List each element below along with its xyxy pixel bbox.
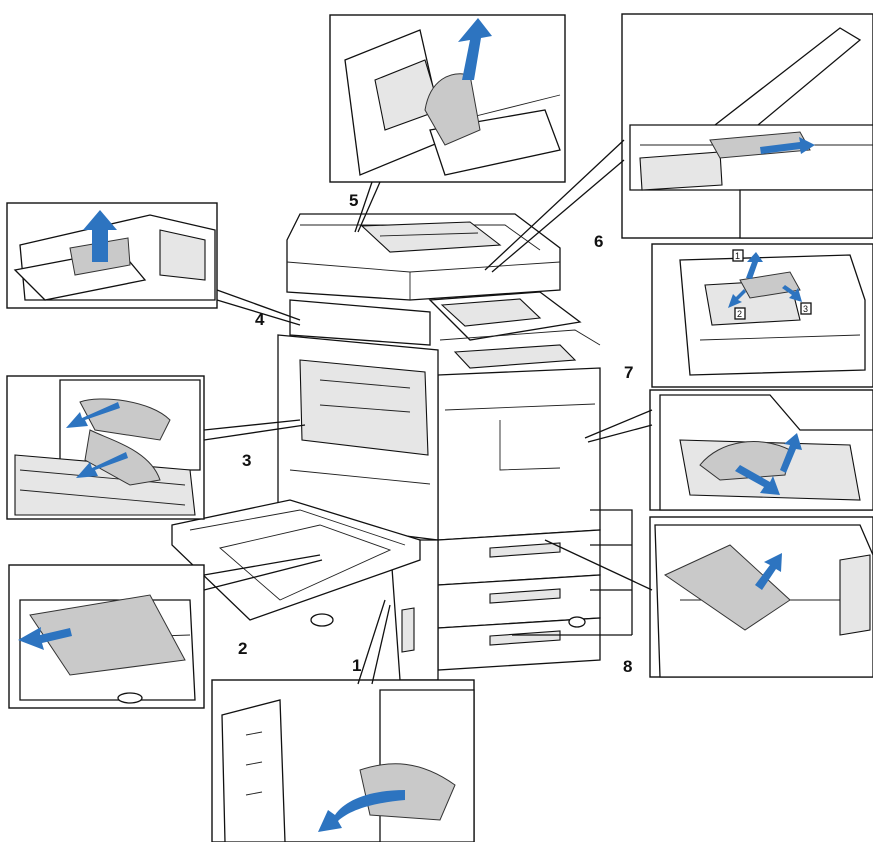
- inset-paper-tray: [650, 517, 873, 677]
- inset-upper-left-cover: [7, 203, 217, 308]
- inset-bypass-tray: [9, 565, 204, 708]
- callout-label-1: 1: [352, 656, 361, 675]
- callout-label-8: 8: [623, 657, 632, 676]
- callout-label-3: 3: [242, 451, 251, 470]
- inset-document-feeder-tray: [622, 14, 873, 238]
- inset-left-door-interior: [7, 376, 204, 519]
- inset-finisher-steps: 1 2 3: [652, 244, 873, 387]
- inset-document-feeder-cover: [330, 15, 565, 182]
- step-1-label: 1: [735, 251, 740, 261]
- callout-label-2: 2: [238, 639, 247, 658]
- callout-label-7: 7: [624, 363, 633, 382]
- callout-label-5: 5: [349, 191, 358, 210]
- step-3-label: 3: [803, 304, 808, 314]
- step-2-label: 2: [737, 309, 742, 319]
- callout-label-6: 6: [594, 232, 603, 251]
- inset-front-door-interior: [650, 390, 873, 510]
- inset-lower-left-cover: [212, 680, 474, 842]
- printer-main-unit: [172, 214, 600, 680]
- callout-label-4: 4: [255, 310, 265, 329]
